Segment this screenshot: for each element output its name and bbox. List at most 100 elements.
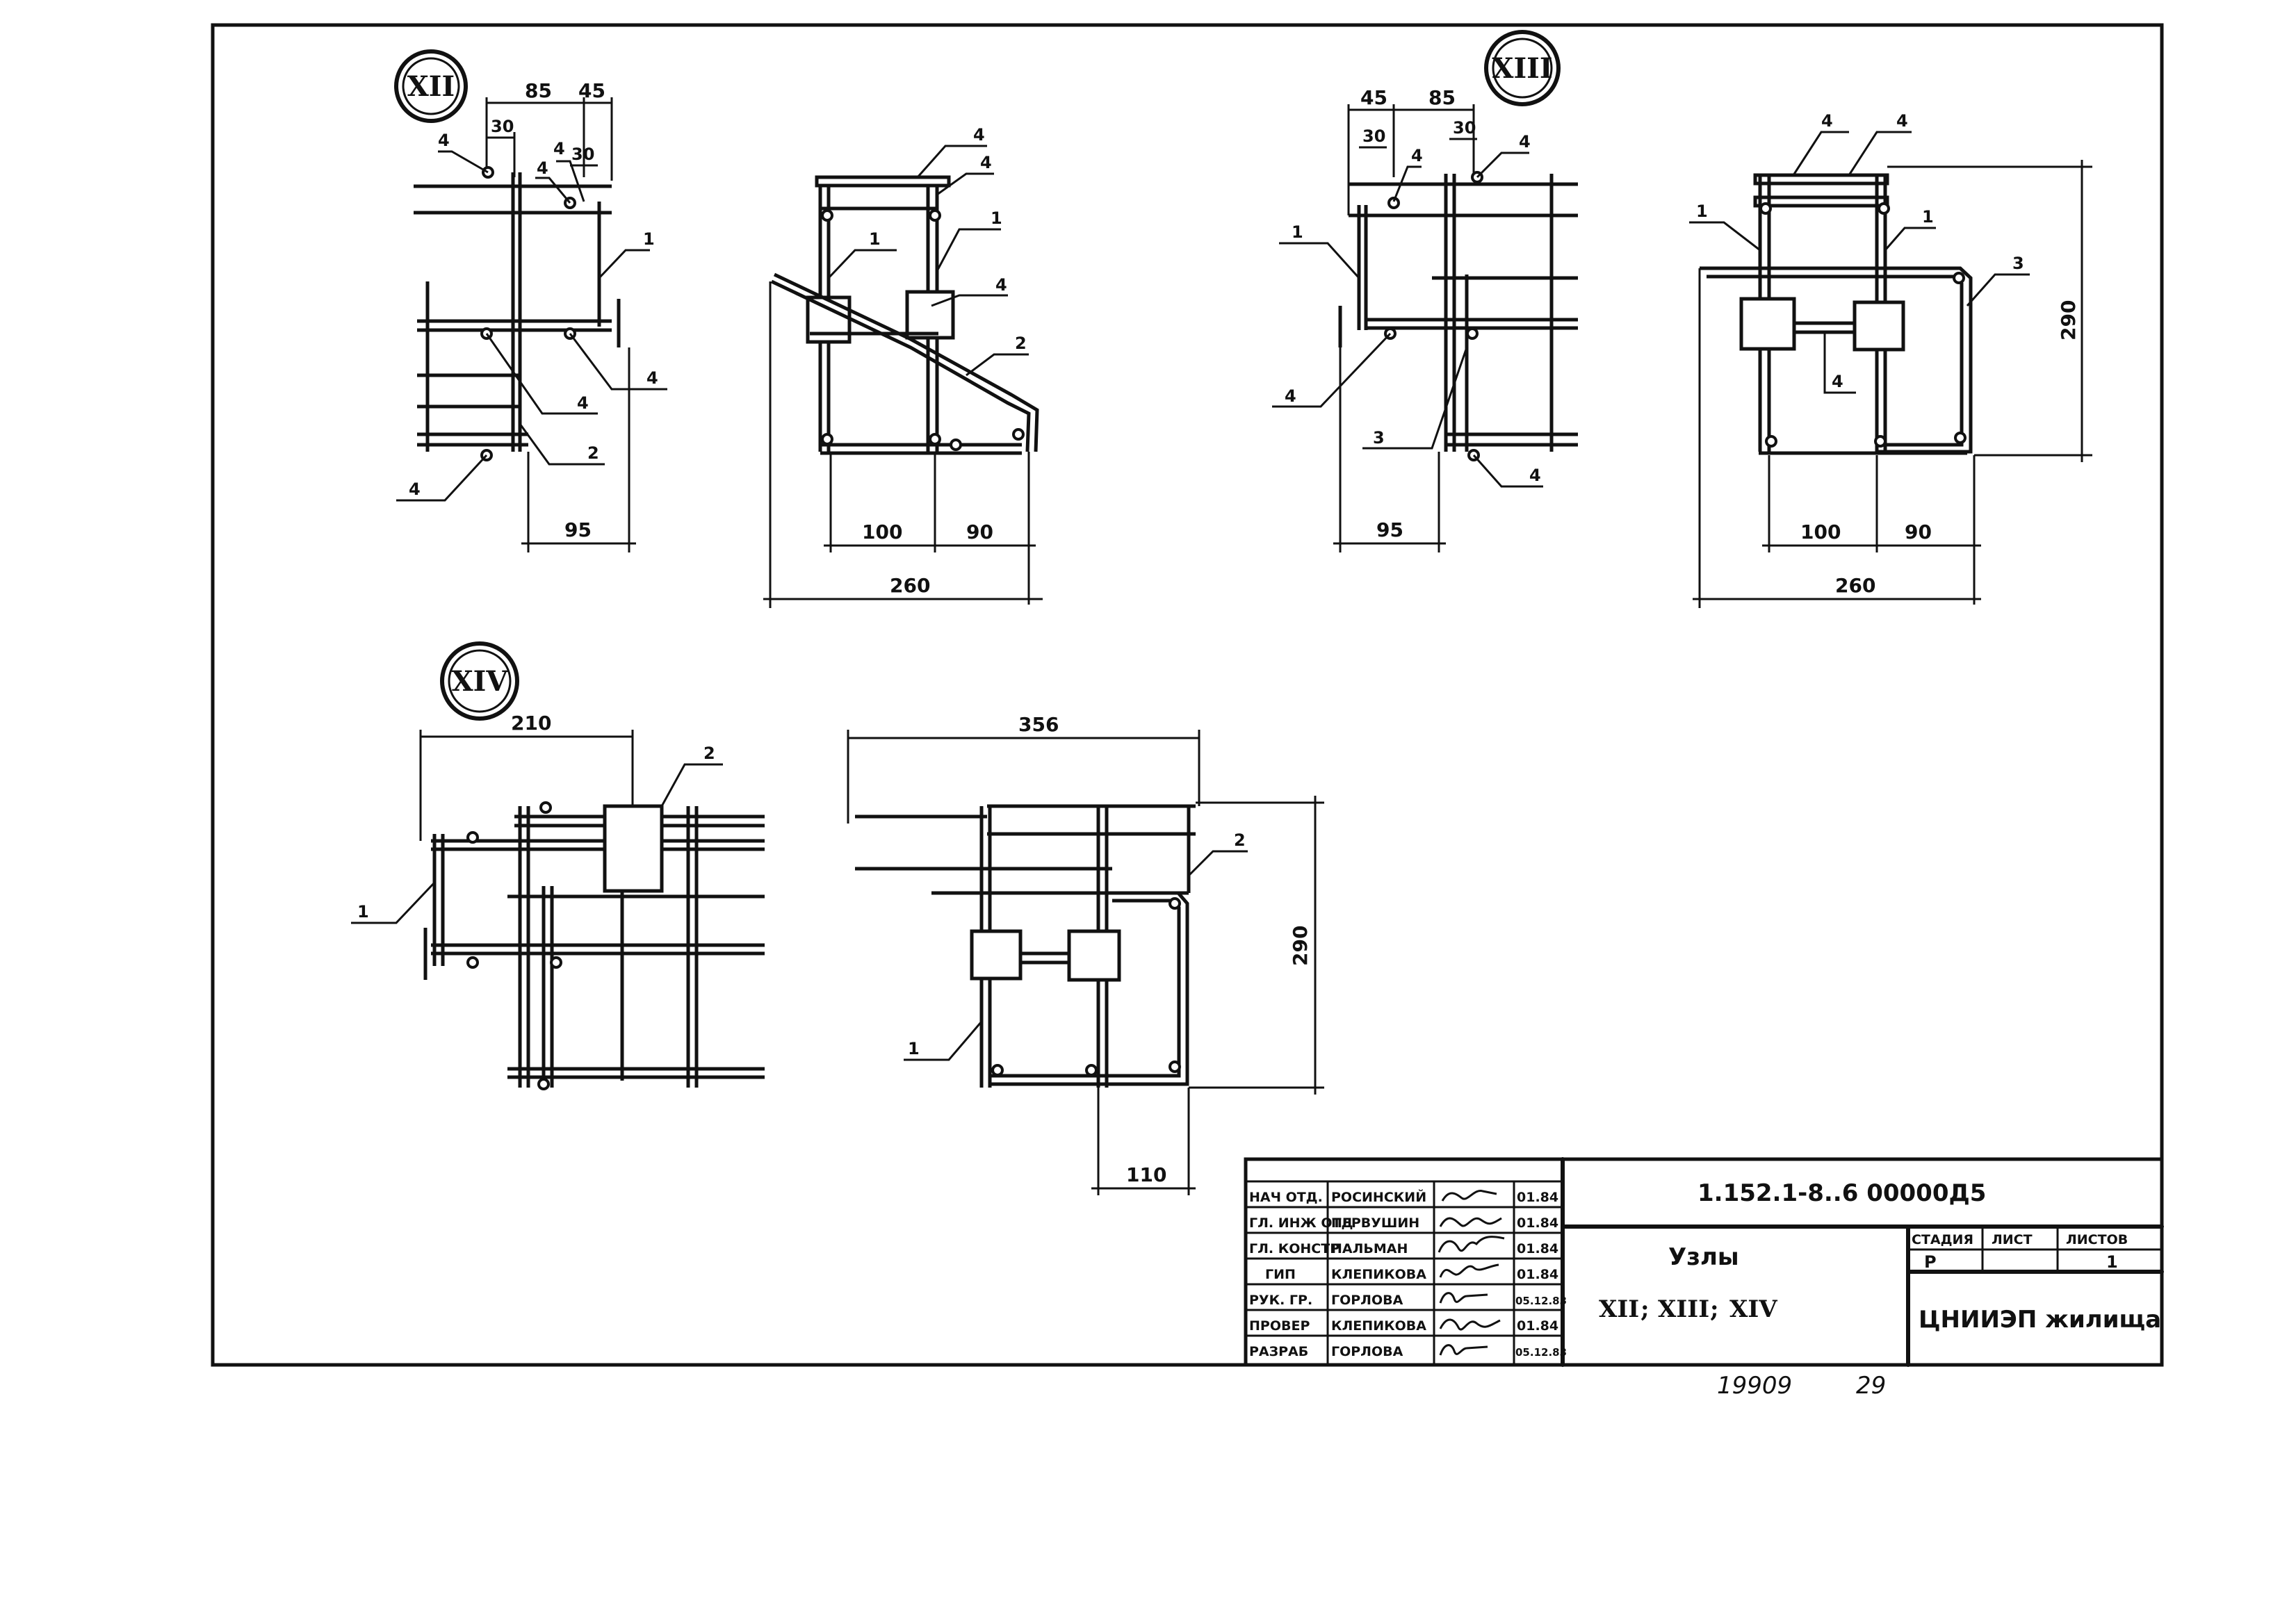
tb-date-5: 01.84 xyxy=(1517,1318,1558,1334)
xiii-s-dim-90: 90 xyxy=(1905,521,1932,543)
xii-callout-4a: 4 xyxy=(438,131,450,150)
node-xiii-plan-detail: 45 85 30 30 4 4 1 4 3 4 xyxy=(1272,86,1578,552)
xii-callout-4d: 4 xyxy=(646,368,658,388)
xiii-s-dim-260: 260 xyxy=(1835,574,1875,597)
node-xiv-label: XIV xyxy=(452,665,509,698)
xiii-callout-4a: 4 xyxy=(1411,146,1423,165)
xiii-s-callout-4b: 4 xyxy=(1896,111,1908,131)
tb-date-6: 05.12.83 xyxy=(1515,1346,1567,1359)
tb-sheet-header: ЛИСТ xyxy=(1992,1232,2033,1247)
xiii-s-callout-4a: 4 xyxy=(1821,111,1833,131)
tb-name-5: КЛЕПИКОВА xyxy=(1331,1318,1426,1334)
xii-dim-45: 45 xyxy=(578,79,605,102)
xiii-s-dim-100: 100 xyxy=(1800,521,1841,543)
tb-role-0: НАЧ ОТД. xyxy=(1249,1190,1323,1205)
xiii-callout-4b: 4 xyxy=(1519,132,1531,151)
tb-date-4: 05.12.83 xyxy=(1515,1295,1567,1307)
tb-role-6: РАЗРАБ xyxy=(1249,1344,1308,1359)
xiv-s-dim-356: 356 xyxy=(1018,713,1059,736)
tb-name-0: РОСИНСКИЙ xyxy=(1331,1189,1426,1205)
xii-s-dim-100: 100 xyxy=(862,521,902,543)
title-block: НАЧ ОТД. ГЛ. ИНЖ ОТД ГЛ. КОНСТР ГИП РУК.… xyxy=(1244,1157,2164,1367)
tb-name-2: ПАЛЬМАН xyxy=(1331,1241,1408,1256)
node-xii-label: XII xyxy=(407,70,455,103)
xiii-callout-4c: 4 xyxy=(1285,386,1296,406)
tb-name-1: ПЕРВУШИН xyxy=(1331,1215,1419,1231)
tb-stage-header: СТАДИЯ xyxy=(1912,1232,1973,1247)
sheet-frame xyxy=(211,23,2164,1367)
tb-date-2: 01.84 xyxy=(1517,1241,1558,1256)
xiv-s-dim-110: 110 xyxy=(1126,1163,1166,1186)
xii-callout-1: 1 xyxy=(643,229,655,249)
xii-dim-30b: 30 xyxy=(571,145,594,164)
xiv-callout-1: 1 xyxy=(357,902,369,921)
xii-dim-85: 85 xyxy=(525,79,552,102)
xiii-dim-45: 45 xyxy=(1360,86,1387,109)
tb-organization: ЦНИИЭП жилища xyxy=(1919,1306,2161,1334)
tb-date-0: 01.84 xyxy=(1517,1190,1558,1205)
tb-name-4: ГОРЛОВА xyxy=(1331,1293,1403,1308)
node-xii-marker: XII xyxy=(394,49,468,123)
node-xii-section-detail: 4 4 1 1 4 2 100 90 260 xyxy=(763,125,1043,608)
xiii-s-callout-1a: 1 xyxy=(1696,202,1708,221)
xii-s-callout-4a: 4 xyxy=(973,125,985,145)
tb-role-5: ПРОВЕР xyxy=(1249,1318,1310,1334)
node-xiv-plan-detail: 210 2 1 xyxy=(351,712,765,1090)
xii-callout-4c: 4 xyxy=(553,139,565,158)
xiv-dim-210: 210 xyxy=(511,712,551,735)
xiii-callout-3: 3 xyxy=(1373,428,1385,448)
xii-dim-95: 95 xyxy=(564,518,592,541)
xiii-s-callout-3: 3 xyxy=(2012,254,2024,273)
xii-s-callout-2: 2 xyxy=(1015,334,1027,353)
xiii-s-dim-290: 290 xyxy=(2057,300,2080,341)
tb-separator-2: ; xyxy=(1710,1295,1719,1323)
node-xiii-section-detail: 4 4 1 1 3 4 290 100 90 260 xyxy=(1689,111,2092,608)
tb-code: 1.152.1-8..6 00000Д5 xyxy=(1697,1179,1986,1207)
xiv-s-callout-1: 1 xyxy=(908,1039,920,1058)
node-xiv-marker: XIV xyxy=(440,641,519,721)
xii-callout-4f: 4 xyxy=(409,480,421,499)
tb-role-4: РУК. ГР. xyxy=(1249,1293,1312,1308)
tb-sheets-header: ЛИСТОВ xyxy=(2066,1232,2128,1247)
xiii-dim-30a: 30 xyxy=(1362,126,1385,146)
xii-s-callout-4b: 4 xyxy=(980,153,992,172)
xii-s-callout-1b: 1 xyxy=(991,208,1002,228)
node-xiii-marker: XIII xyxy=(1484,30,1561,106)
xii-dim-30a: 30 xyxy=(491,117,514,136)
tb-stage: Р xyxy=(1924,1252,1937,1272)
xiii-callout-4d: 4 xyxy=(1529,466,1541,485)
tb-date-3: 01.84 xyxy=(1517,1267,1558,1282)
xii-callout-4b: 4 xyxy=(537,158,548,178)
xii-s-callout-1a: 1 xyxy=(869,229,881,249)
xiv-s-dim-290: 290 xyxy=(1289,926,1312,966)
tb-role-1: ГЛ. ИНЖ ОТД xyxy=(1249,1215,1353,1231)
tb-name-3: КЛЕПИКОВА xyxy=(1331,1267,1426,1282)
tb-signatures xyxy=(1438,1190,1505,1356)
xiv-s-callout-2: 2 xyxy=(1234,830,1246,850)
handwritten-number: 19909 xyxy=(1717,1372,1792,1400)
node-xiii-label: XIII xyxy=(1492,52,1552,85)
xii-s-callout-4c: 4 xyxy=(995,275,1007,295)
node-xii-plan-detail: 85 45 30 30 4 4 4 1 xyxy=(396,79,667,552)
xii-callout-2: 2 xyxy=(587,443,599,463)
tb-role-3: ГИП xyxy=(1265,1267,1296,1282)
xii-s-dim-90: 90 xyxy=(966,521,993,543)
xii-s-dim-260: 260 xyxy=(890,574,930,597)
xiii-dim-95: 95 xyxy=(1376,518,1403,541)
xiii-dim-30b: 30 xyxy=(1453,118,1476,138)
tb-name-6: ГОРЛОВА xyxy=(1331,1344,1403,1359)
xiii-s-callout-1b: 1 xyxy=(1922,207,1934,227)
xiv-callout-2: 2 xyxy=(703,744,715,763)
handwritten-page: 29 xyxy=(1856,1372,1886,1400)
xii-callout-4e: 4 xyxy=(577,393,589,413)
tb-date-1: 01.84 xyxy=(1517,1215,1558,1231)
tb-node-xii: XII xyxy=(1599,1295,1639,1323)
xiii-callout-1: 1 xyxy=(1292,222,1303,242)
tb-separator-1: ; xyxy=(1640,1295,1650,1323)
tb-node-xiii: XIII xyxy=(1658,1295,1709,1323)
xiii-s-callout-4c: 4 xyxy=(1832,372,1843,391)
xiii-dim-85: 85 xyxy=(1428,86,1456,109)
tb-node-xiv: XIV xyxy=(1729,1295,1777,1323)
tb-title: Узлы xyxy=(1668,1243,1739,1271)
